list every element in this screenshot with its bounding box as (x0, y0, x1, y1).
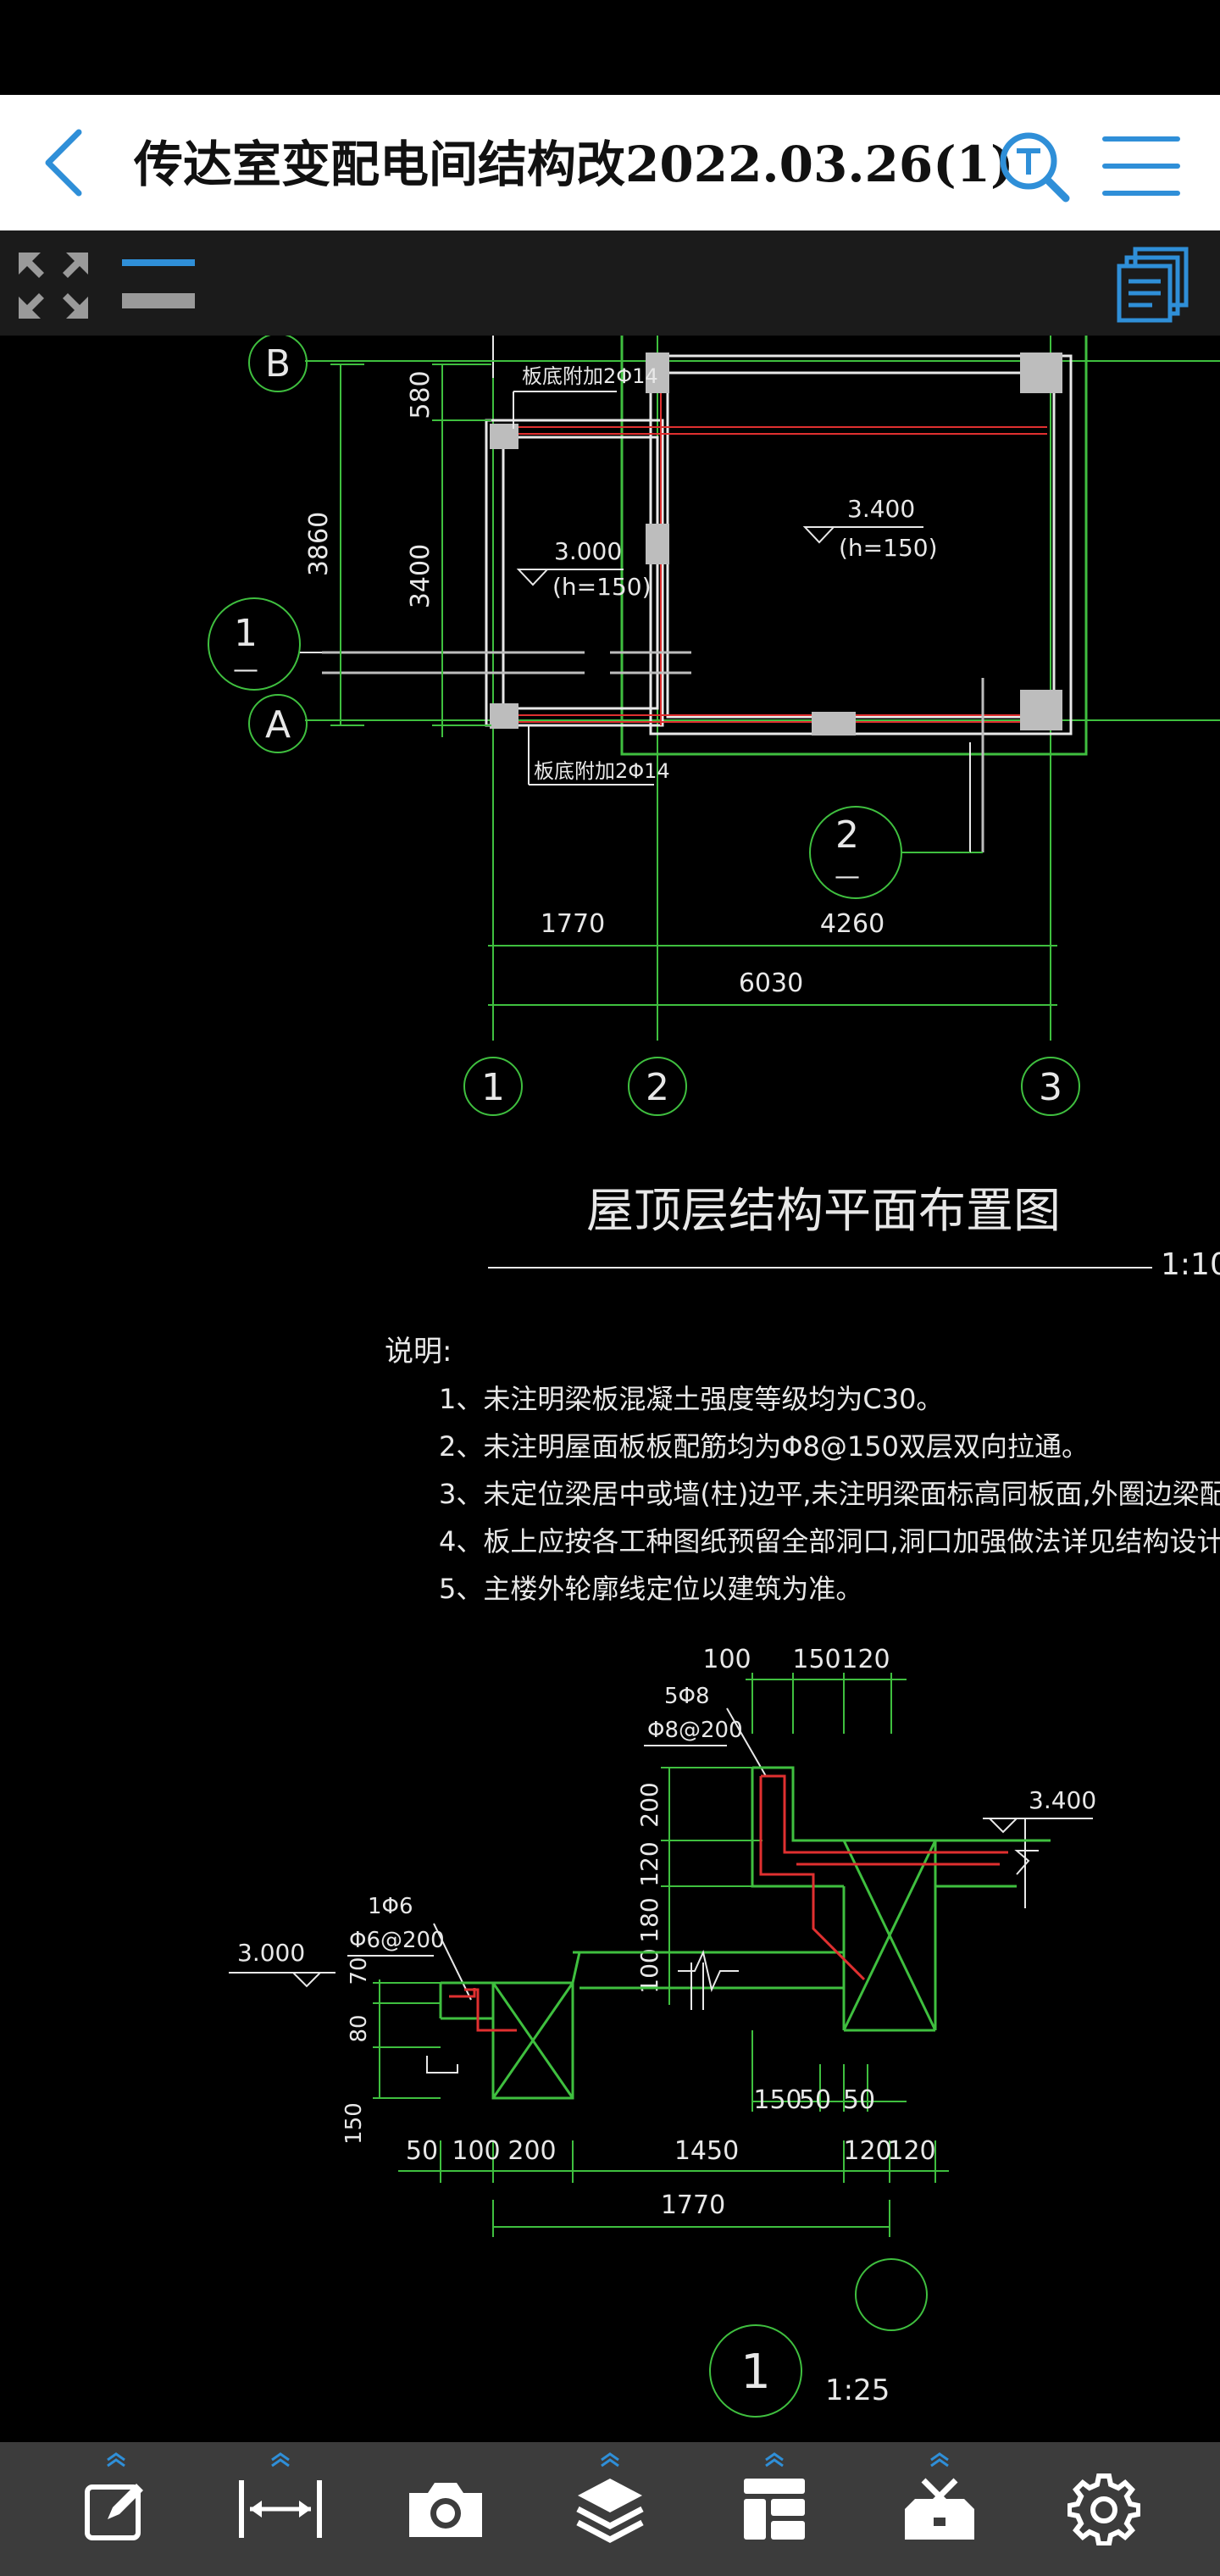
sec-vdim-80: 80 (347, 2014, 372, 2042)
axis-A-label: A (265, 703, 291, 747)
title-bar: 传达室变配电间结构改2022.03.26(1) (0, 95, 1220, 230)
note-item-4: 4、板上应按各工种图纸预留全部洞口,洞口加强做法详见结构设计总说明。 (439, 1525, 1220, 1557)
note-item-2: 2、未注明屋面板板配筋均为Φ8@150双层双向拉通。 (439, 1430, 1089, 1463)
elevation-left: 3.000 (554, 537, 622, 565)
layers-icon (576, 2479, 644, 2543)
sec-mid-dim-150: 150 (753, 2085, 801, 2115)
axis-B-label: B (265, 342, 291, 386)
search-button[interactable] (996, 129, 1073, 205)
drawing-canvas[interactable]: B A 1 — 2 — 580 3860 3400 板底附加2Φ14 板底附加2… (0, 336, 1220, 2442)
rebar-phi8-200: Φ8@200 (647, 1718, 743, 1743)
chevron-up-icon (107, 2452, 126, 2468)
section-detail: 100 150 120 5Φ8 Φ8@200 3.400 200 120 180… (229, 1645, 1096, 2418)
view-toolbar (0, 230, 1220, 336)
elevation-right: 3.400 (847, 495, 915, 523)
status-bar (0, 0, 1220, 95)
sec-vdim-200: 200 (635, 1782, 663, 1827)
menu-button[interactable] (1101, 132, 1181, 200)
sec-mid-dim-50b: 50 (843, 2085, 875, 2115)
sec-elevation-3400: 3.400 (1029, 1786, 1096, 1814)
layout-panel-icon (744, 2479, 806, 2540)
detail-scale: 1:25 (825, 2373, 890, 2407)
measure-tool-button[interactable] (225, 2446, 336, 2573)
chevron-up-icon (765, 2452, 785, 2468)
bottom-toolbar (0, 2442, 1220, 2576)
section-2-dash: — (835, 862, 860, 891)
note-item-3: 3、未定位梁居中或墙(柱)边平,未注明梁面标高同板面,外圈边梁配合墙身详图。 (439, 1478, 1220, 1510)
document-title: 传达室变配电间结构改2022.03.26(1) (134, 136, 1014, 193)
section-1-number: 1 (234, 612, 258, 655)
fullscreen-button[interactable] (15, 249, 92, 322)
sec-bot-dim-50: 50 (406, 2136, 438, 2166)
axis-3-label: 3 (1039, 1066, 1062, 1109)
note-bottom-rebar: 板底附加2Φ14 (534, 759, 670, 783)
line-weight-icon (122, 259, 195, 308)
layout-tool-button[interactable] (719, 2446, 829, 2573)
settings-gear-icon (1067, 2473, 1140, 2545)
toolbox-icon (904, 2478, 974, 2540)
sec-bot-dim-200: 200 (507, 2136, 556, 2166)
detail-number: 1 (740, 2345, 771, 2400)
section-1-dash: — (233, 655, 258, 685)
rebar-phi6-200: Φ6@200 (349, 1928, 445, 1953)
sec-vdim-150: 150 (341, 2102, 367, 2145)
sec-vdim-120: 120 (635, 1841, 663, 1886)
annotate-tool-button[interactable] (61, 2446, 171, 2573)
toolbox-tool-button[interactable] (884, 2446, 995, 2573)
text-search-icon (1000, 132, 1070, 203)
camera-icon (408, 2483, 482, 2537)
dim-3860: 3860 (304, 512, 334, 576)
line-weight-button[interactable] (119, 254, 200, 314)
design-notes: 说明: 1、未注明梁板混凝土强度等级均为C30。 2、未注明屋面板板配筋均为Φ8… (385, 1335, 1220, 1605)
measure-distance-icon (239, 2480, 323, 2538)
note-item-5: 5、主楼外轮廓线定位以建筑为准。 (439, 1573, 862, 1605)
sec-dim-top-120: 120 (841, 1645, 890, 1674)
plan-scale: 1:100 (1161, 1247, 1220, 1282)
chevron-up-icon (271, 2452, 291, 2468)
layout-switch-button[interactable] (1117, 246, 1191, 324)
notes-heading: 说明: (385, 1335, 452, 1368)
sec-dim-top-150: 150 (792, 1645, 840, 1674)
dim-3400: 3400 (406, 544, 435, 608)
dim-1770: 1770 (541, 909, 605, 939)
sec-bot-dim-120a: 120 (843, 2136, 891, 2166)
sec-bot-dim-1450: 1450 (674, 2136, 739, 2166)
slab-thickness-left: (h=150) (552, 573, 652, 601)
expand-arrows-icon (19, 253, 88, 319)
layout-switch-icon (1117, 247, 1189, 323)
sec-vdim-70: 70 (347, 1957, 372, 1985)
chevron-left-icon (45, 129, 82, 197)
rebar-5phi8: 5Φ8 (664, 1684, 710, 1709)
layers-tool-button[interactable] (555, 2446, 665, 2573)
chevron-up-icon (601, 2452, 619, 2468)
sec-dim-1770: 1770 (661, 2190, 725, 2220)
sec-mid-dim-50a: 50 (799, 2085, 831, 2115)
dim-580: 580 (406, 370, 435, 419)
note-item-1: 1、未注明梁板混凝土强度等级均为C30。 (439, 1383, 943, 1415)
slab-thickness-right: (h=150) (839, 534, 938, 562)
note-top-rebar: 板底附加2Φ14 (522, 364, 658, 388)
axis-1-label: 1 (481, 1066, 505, 1109)
sec-dim-top-100: 100 (702, 1645, 751, 1674)
sec-vdim-100: 100 (635, 1948, 663, 1993)
plan-title: 屋顶层结构平面布置图 (586, 1184, 1061, 1239)
cad-drawing: B A 1 — 2 — 580 3860 3400 板底附加2Φ14 板底附加2… (208, 336, 1220, 2418)
plan-view: B A 1 — 2 — 580 3860 3400 板底附加2Φ14 板底附加2… (208, 336, 1220, 1282)
sec-bot-dim-100: 100 (452, 2136, 500, 2166)
back-button[interactable] (34, 127, 93, 198)
section-2-number: 2 (835, 813, 859, 857)
dim-6030: 6030 (739, 969, 803, 998)
chevron-up-icon (929, 2452, 949, 2468)
dim-4260: 4260 (820, 909, 884, 939)
edit-annotate-icon (85, 2484, 144, 2540)
sec-bot-dim-120b: 120 (887, 2136, 935, 2166)
sec-elevation-3000: 3.000 (237, 1939, 305, 1967)
axis-2-label: 2 (646, 1066, 669, 1109)
sec-vdim-180: 180 (635, 1897, 663, 1942)
hamburger-menu-icon (1102, 136, 1180, 196)
settings-button[interactable] (1049, 2446, 1159, 2573)
screenshot-tool-button[interactable] (391, 2446, 501, 2573)
rebar-1phi6: 1Φ6 (368, 1894, 413, 1919)
